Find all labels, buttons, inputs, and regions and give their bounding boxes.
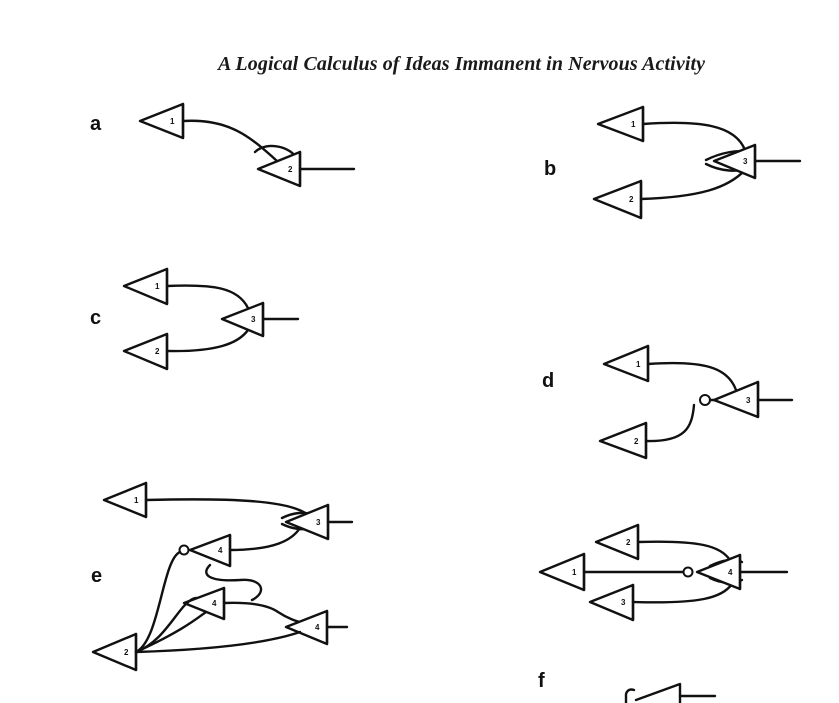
svg-text:2: 2 bbox=[155, 347, 160, 356]
neuron-a1: 1 bbox=[138, 102, 185, 140]
net-d: 1 2 3 bbox=[598, 344, 794, 460]
svg-text:1: 1 bbox=[155, 282, 160, 291]
axon-f3 bbox=[631, 582, 734, 604]
svg-text:1: 1 bbox=[572, 568, 577, 577]
neuron-f-lower-partial bbox=[624, 682, 682, 703]
neuron-c3: 3 bbox=[220, 301, 265, 338]
axon-c1 bbox=[165, 284, 250, 310]
loop-e4 bbox=[205, 563, 263, 602]
panel-label-d: d bbox=[542, 370, 555, 392]
svg-text:2: 2 bbox=[634, 437, 639, 446]
axon-d1 bbox=[646, 361, 738, 392]
svg-text:3: 3 bbox=[621, 598, 626, 607]
net-e: 1 3 4 4 4 bbox=[91, 481, 354, 672]
panel-label-f: f bbox=[538, 670, 545, 692]
svg-text:2: 2 bbox=[626, 538, 631, 547]
neuron-b1: 1 bbox=[596, 105, 645, 143]
net-c: 1 2 3 bbox=[122, 267, 300, 371]
neuron-d2: 2 bbox=[598, 421, 648, 460]
neuron-e2: 2 bbox=[91, 632, 138, 672]
svg-text:3: 3 bbox=[251, 315, 256, 324]
svg-text:3: 3 bbox=[743, 157, 748, 166]
neuron-f2: 2 bbox=[594, 523, 640, 561]
svg-text:1: 1 bbox=[631, 120, 636, 129]
page-title: A Logical Calculus of Ideas Immanent in … bbox=[218, 53, 706, 75]
net-f-upper: 2 1 3 4 bbox=[538, 523, 789, 622]
net-f-lower bbox=[624, 682, 717, 703]
svg-text:4: 4 bbox=[728, 568, 733, 577]
svg-text:1: 1 bbox=[170, 117, 175, 126]
net-a: 1 2 bbox=[138, 102, 356, 188]
neuron-b2: 2 bbox=[592, 179, 643, 220]
axon-a1 bbox=[181, 119, 287, 170]
panel-label-e: e bbox=[91, 565, 103, 587]
neuron-e4-bottom: 4 bbox=[284, 609, 329, 646]
neuron-e4-top: 4 bbox=[188, 533, 232, 568]
neuron-e3: 3 bbox=[284, 503, 330, 541]
axon-d2 bbox=[644, 403, 696, 443]
panel-label-b: b bbox=[544, 158, 557, 180]
net-b: 1 2 3 bbox=[592, 105, 802, 220]
axon-e4-mid bbox=[222, 601, 308, 626]
neuron-f4: 4 bbox=[695, 553, 742, 591]
neuron-c2: 2 bbox=[122, 332, 169, 371]
axon-e2-d bbox=[134, 610, 208, 654]
axon-c2 bbox=[165, 328, 250, 353]
svg-text:1: 1 bbox=[134, 496, 139, 505]
axon-e2-c bbox=[134, 630, 302, 654]
svg-text:2: 2 bbox=[629, 195, 634, 204]
neuron-e1: 1 bbox=[102, 481, 148, 519]
panel-label-a: a bbox=[90, 113, 102, 135]
axon-e1 bbox=[144, 498, 310, 517]
axon-f2 bbox=[636, 540, 732, 562]
axon-e4-top bbox=[228, 526, 302, 552]
inhibitory-synapse-e bbox=[178, 544, 190, 556]
svg-text:4: 4 bbox=[218, 546, 223, 555]
neuron-d1: 1 bbox=[602, 344, 650, 383]
neuron-f1: 1 bbox=[538, 552, 586, 592]
svg-text:3: 3 bbox=[746, 396, 751, 405]
neuron-a2: 2 bbox=[256, 150, 302, 188]
neuron-f3: 3 bbox=[588, 583, 635, 622]
inhibitory-synapse-f bbox=[682, 566, 694, 578]
svg-text:1: 1 bbox=[636, 360, 641, 369]
svg-text:2: 2 bbox=[288, 165, 293, 174]
svg-text:3: 3 bbox=[316, 518, 321, 527]
neuron-b3: 3 bbox=[712, 143, 757, 180]
svg-text:2: 2 bbox=[124, 648, 129, 657]
axon-b2 bbox=[639, 168, 747, 201]
panel-label-c: c bbox=[90, 307, 102, 329]
svg-text:4: 4 bbox=[315, 623, 320, 632]
svg-text:4: 4 bbox=[212, 599, 217, 608]
axon-b1 bbox=[641, 121, 747, 152]
axon-e2-a bbox=[134, 550, 182, 654]
neuron-c1: 1 bbox=[122, 267, 169, 306]
inhibitory-synapse-d bbox=[699, 394, 711, 406]
